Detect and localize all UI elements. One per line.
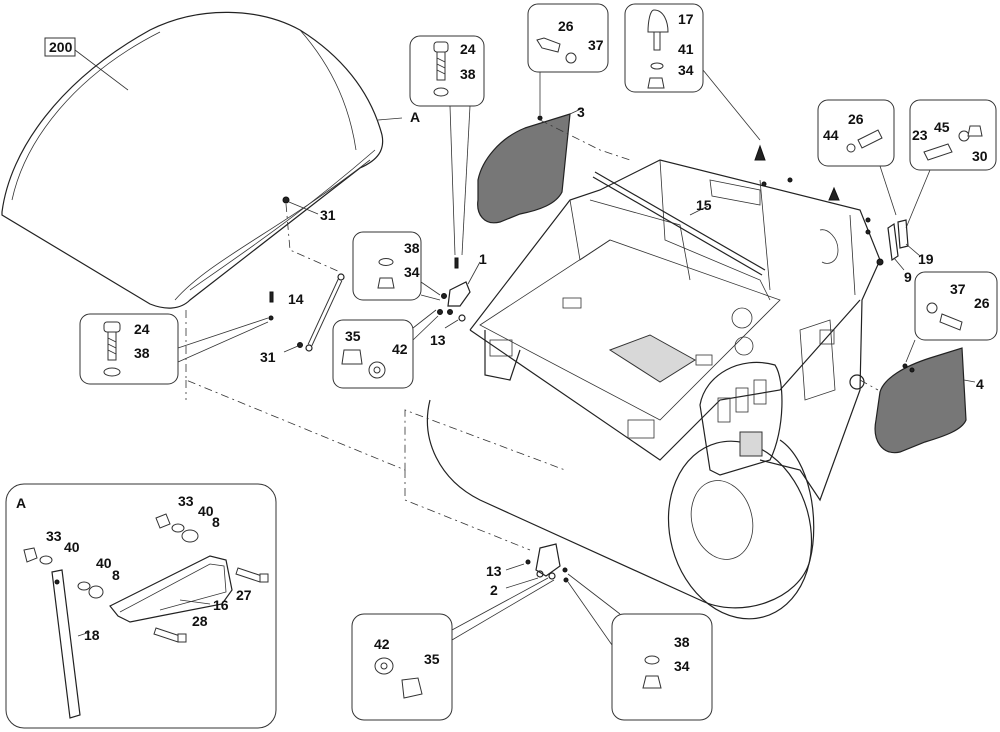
- callout-15: 15: [696, 197, 712, 213]
- callout-33-left: 33: [46, 528, 62, 544]
- detail-box-38-34-lower: [611, 613, 713, 721]
- callout-14: 14: [288, 291, 304, 307]
- detail-box-42-35-lower: [351, 613, 453, 721]
- callout-3: 3: [577, 104, 585, 120]
- callout-37-right: 37: [950, 281, 966, 297]
- callout-8-top: 8: [212, 514, 220, 530]
- callout-24-left: 24: [134, 321, 150, 337]
- detail-box-24-38-left: [79, 313, 179, 385]
- callout-44: 44: [823, 127, 839, 143]
- callout-1: 1: [479, 251, 487, 267]
- callout-34-mid: 34: [404, 264, 420, 280]
- callout-26-right-top: 26: [848, 111, 864, 127]
- detail-box-35-42-upper: [332, 319, 414, 389]
- machine-frame: 15: [426, 159, 881, 620]
- detail-box-26-37: [527, 3, 609, 73]
- callout-38-mid: 38: [404, 240, 420, 256]
- callout-box-200: [44, 37, 76, 57]
- callout-30: 30: [972, 148, 988, 164]
- callout-40-left: 40: [64, 539, 80, 555]
- callout-34-lower: 34: [674, 658, 690, 674]
- callout-38-left: 38: [134, 345, 150, 361]
- callout-9: 9: [904, 269, 912, 285]
- callout-42-upper: 42: [392, 341, 408, 357]
- callout-23: 23: [912, 127, 928, 143]
- detail-view-A: [5, 483, 277, 729]
- detail-box-17-41-34: [624, 3, 704, 93]
- callout-38-lower: 38: [674, 634, 690, 650]
- detail-box-24-38-top: [409, 35, 485, 107]
- canopy-roof: [1, 11, 384, 309]
- callout-18: 18: [84, 627, 100, 643]
- callout-24-top: 24: [460, 41, 476, 57]
- callout-2: 2: [490, 582, 498, 598]
- callout-13-top: 13: [430, 332, 446, 348]
- callout-45: 45: [934, 119, 950, 135]
- callout-35-upper: 35: [345, 328, 361, 344]
- mesh-panel-3: [477, 113, 571, 224]
- callout-27: 27: [236, 587, 252, 603]
- callout-19: 19: [918, 251, 934, 267]
- callout-13-bottom: 13: [486, 563, 502, 579]
- callout-35-lower: 35: [424, 651, 440, 667]
- callout-42-lower: 42: [374, 636, 390, 652]
- callout-33-top: 33: [178, 493, 194, 509]
- detail-box-38-34: [352, 231, 422, 301]
- callout-31-top: 31: [320, 207, 336, 223]
- detail-box-37-26-right: [914, 271, 998, 341]
- callout-26-right: 26: [974, 295, 990, 311]
- callout-31-bottom: 31: [260, 349, 276, 365]
- callout-8-left: 8: [112, 567, 120, 583]
- detail-A-label: A: [16, 495, 26, 511]
- callout-41: 41: [678, 41, 694, 57]
- callout-17: 17: [678, 11, 694, 27]
- callout-28: 28: [192, 613, 208, 629]
- gas-strut: [305, 273, 345, 352]
- callout-16: 16: [213, 597, 229, 613]
- callout-37-top: 37: [588, 37, 604, 53]
- callout-A: A: [410, 109, 420, 125]
- callout-200: 200: [49, 39, 73, 55]
- callout-26-top: 26: [558, 18, 574, 34]
- callout-40-mid: 40: [96, 555, 112, 571]
- detail-box-26-44: [817, 99, 895, 167]
- callout-40-top: 40: [198, 503, 214, 519]
- callout-4: 4: [976, 376, 984, 392]
- callout-34-top: 34: [678, 62, 694, 78]
- mesh-panel-4: [874, 347, 967, 454]
- callout-38-top: 38: [460, 66, 476, 82]
